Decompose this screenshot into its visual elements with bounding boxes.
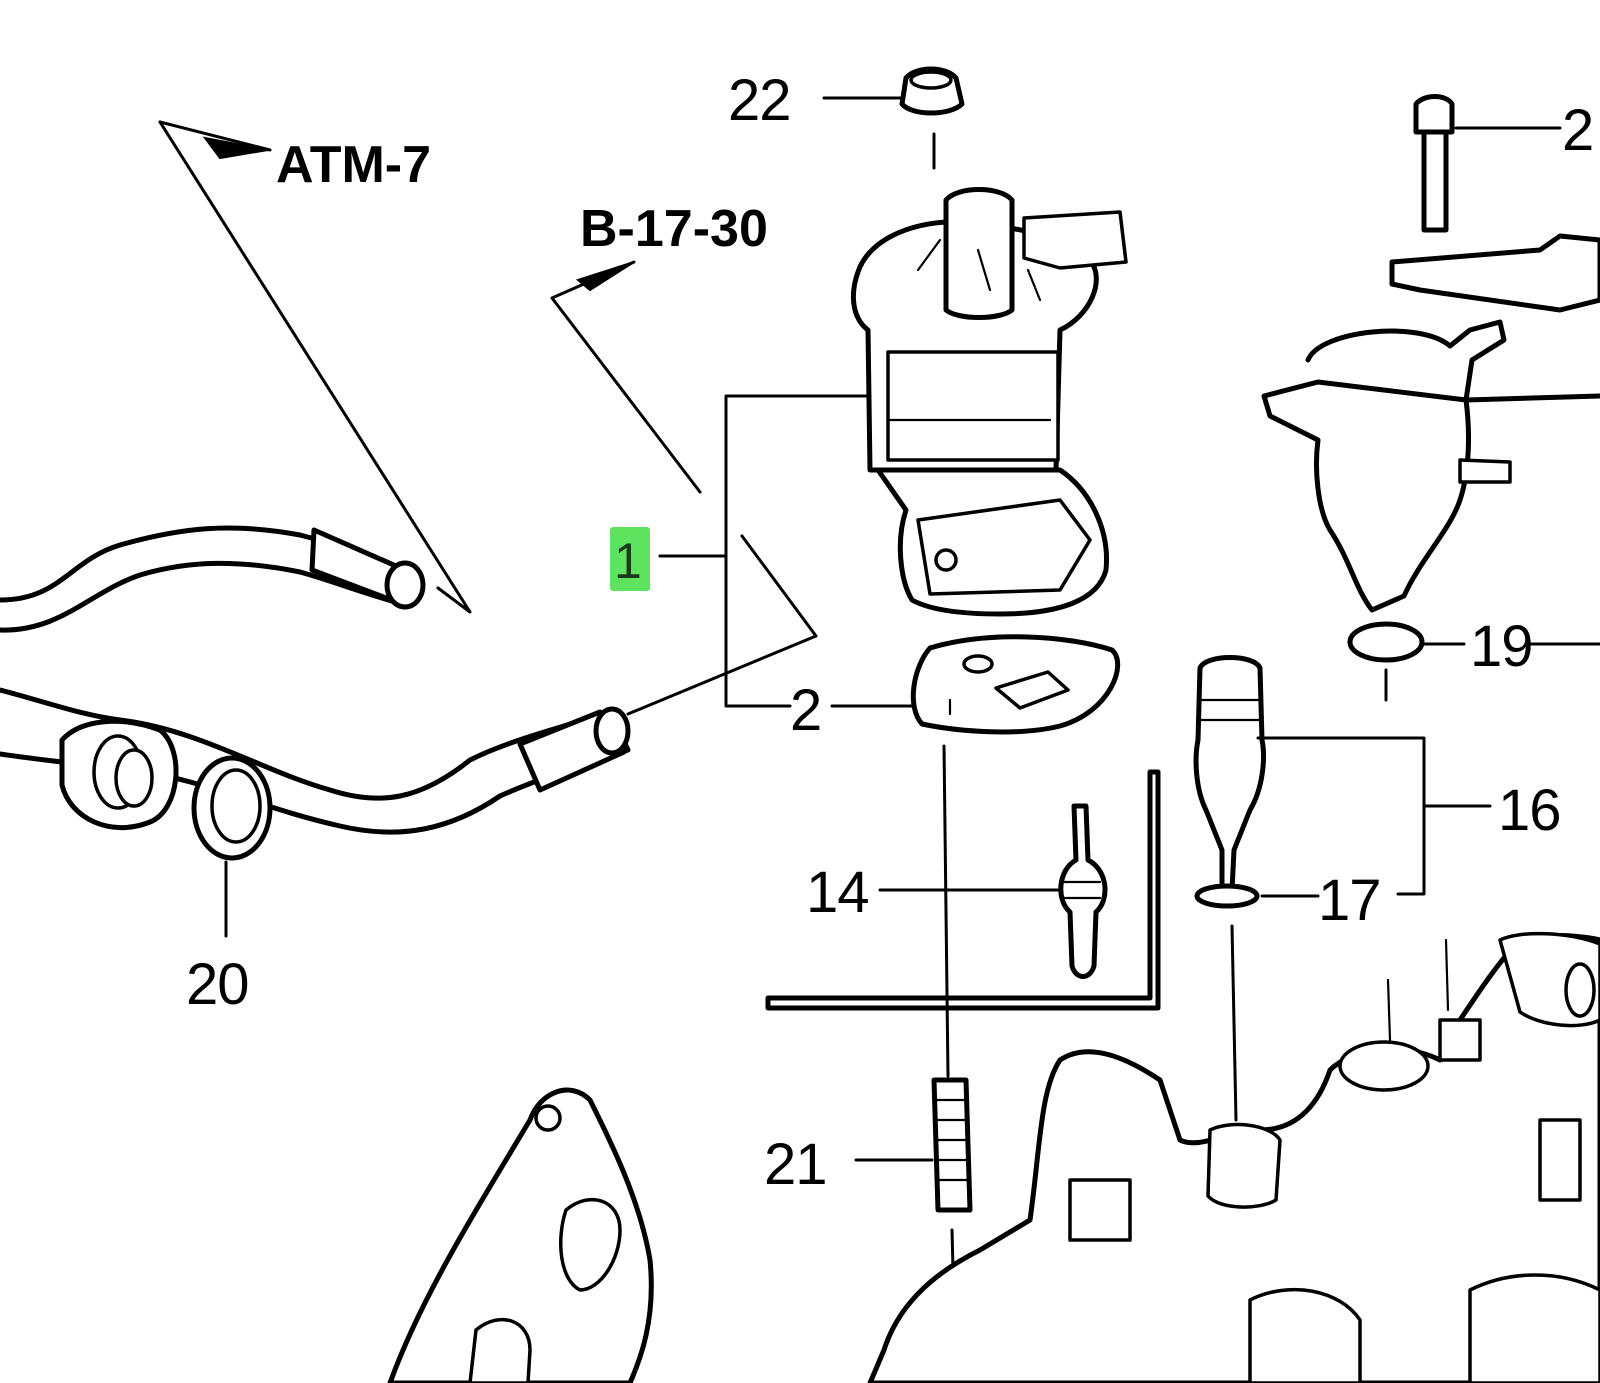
- part-20-ring[interactable]: 20: [186, 755, 273, 1017]
- leader-b-17-30: [550, 260, 702, 494]
- hose-upper: [0, 525, 426, 633]
- leader-atm-7: [158, 120, 472, 614]
- callout-16: 16: [1498, 778, 1561, 843]
- part-22-nut[interactable]: 22: [728, 66, 965, 170]
- leader-21-up: [942, 744, 950, 1078]
- callout-22: 22: [728, 68, 791, 133]
- callout-1: 1: [614, 533, 642, 589]
- hose-lower: [0, 687, 631, 835]
- part-2-gasket[interactable]: 2: [790, 634, 1121, 743]
- egr-valve[interactable]: [850, 187, 1128, 617]
- leader-17-down: [1230, 924, 1238, 1122]
- reference-label-atm-7: ATM-7: [276, 136, 431, 194]
- part-17-washer[interactable]: [1194, 883, 1260, 909]
- right-upper-assembly[interactable]: 2 19: [1261, 94, 1600, 702]
- callout-17: 17: [1318, 868, 1381, 933]
- callout-14: 14: [806, 860, 869, 925]
- reference-label-b-17-30: B-17-30: [580, 200, 768, 258]
- reference-atm-7[interactable]: ATM-7: [158, 120, 472, 614]
- part-21-stud[interactable]: 21: [764, 744, 973, 1383]
- callout-19: 19: [1470, 614, 1533, 679]
- callout-group-1[interactable]: 1: [610, 394, 888, 716]
- part-14[interactable]: 14: [765, 769, 1161, 1011]
- bracket-14: [765, 769, 1161, 1011]
- lower-gasket: [387, 1087, 654, 1383]
- callout-20: 20: [186, 952, 249, 1017]
- arrow-b-17-30-icon: [575, 261, 635, 292]
- callout-2-right: 2: [1562, 98, 1593, 163]
- intake-manifold: [867, 931, 1600, 1383]
- callout-1-highlight: [610, 527, 650, 591]
- arrow-atm-7-icon: [202, 136, 269, 160]
- leader-atm-7-top: [158, 120, 272, 152]
- bracket-1: [724, 394, 888, 708]
- leader-1-hose: [626, 534, 818, 716]
- part-16-sensor[interactable]: 16 17: [1193, 655, 1562, 1122]
- bracket-16: [1256, 736, 1426, 896]
- reference-b-17-30[interactable]: B-17-30: [550, 200, 768, 494]
- callout-21: 21: [764, 1132, 827, 1197]
- callout-2: 2: [790, 678, 821, 743]
